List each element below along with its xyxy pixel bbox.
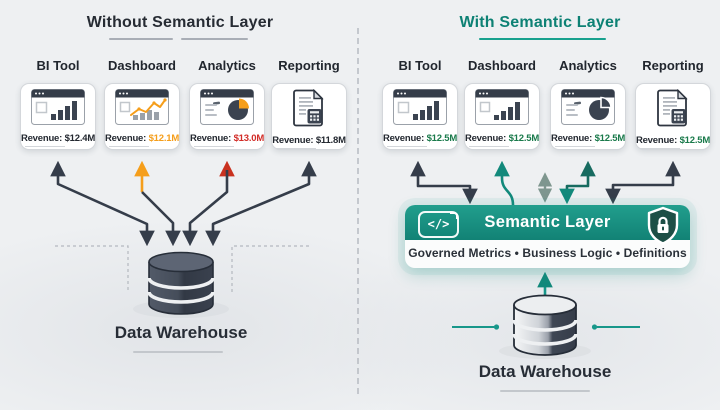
tool-card: Revenue: $12.1M [104, 83, 180, 150]
left-warehouse-underline [133, 351, 223, 353]
revenue-underline [276, 148, 316, 149]
tool-label-bi-tool: BI Tool [398, 58, 442, 73]
revenue-label: Revenue: [189, 133, 232, 144]
revenue-label: Revenue: [20, 133, 63, 144]
right-title-underline [479, 38, 606, 40]
left-arrow-reporting [205, 160, 317, 247]
tool-card: Revenue: $12.5M [635, 83, 711, 150]
revenue-underline [555, 146, 595, 147]
report-document-icon [291, 88, 327, 132]
tool-label-dashboard: Dashboard [468, 58, 536, 73]
tool-label-dashboard: Dashboard [108, 58, 176, 73]
report-document-icon [655, 88, 691, 132]
bar-chart-window-icon [475, 89, 529, 130]
revenue-underline [387, 146, 427, 147]
line-chart-window-icon [115, 89, 169, 130]
revenue-value: $12.5M [594, 133, 626, 144]
tool-card: Revenue: $13.0M [189, 83, 265, 150]
right-warehouse-label: Data Warehouse [478, 362, 612, 381]
revenue-underline [109, 146, 149, 147]
right-arrow-dashboard [494, 160, 515, 207]
revenue-label: Revenue: [382, 133, 425, 144]
dashed-guides [55, 245, 309, 292]
left-title-underline [109, 38, 173, 40]
revenue-underline [194, 146, 234, 147]
right-warehouse-underline [500, 390, 590, 392]
code-corner-mark [450, 212, 458, 219]
tool-label-analytics: Analytics [198, 58, 256, 73]
revenue-label: Revenue: [104, 133, 147, 144]
revenue-value: $12.1M [148, 133, 180, 144]
revenue-underline [25, 146, 65, 147]
bar-chart-window-icon [31, 89, 85, 130]
revenue-label: Revenue: [272, 135, 314, 146]
revenue-value: $12.4M [64, 133, 96, 144]
shield-lock-icon [645, 206, 681, 251]
semantic-layer-title: Semantic Layer [484, 213, 611, 231]
left-arrow-analytics [182, 160, 235, 247]
tool-label-analytics: Analytics [559, 58, 617, 73]
left-arrow-bi-tool [50, 160, 155, 247]
pie-chart-window-icon [200, 89, 254, 130]
tool-label-reporting: Reporting [642, 58, 704, 73]
database-icon [133, 251, 229, 318]
revenue-value: $12.5M [679, 135, 711, 146]
tool-card: Revenue: $12.4M [20, 83, 96, 150]
right-panel-title: With Semantic Layer [459, 14, 621, 31]
warehouse-side-connectors [452, 324, 640, 330]
left-warehouse-label: Data Warehouse [114, 323, 248, 342]
pie-chart-window-icon [561, 89, 615, 130]
revenue-value: $13.0M [233, 133, 265, 144]
tool-card: Revenue: $12.5M [382, 83, 458, 150]
revenue-value: $11.8M [315, 135, 346, 146]
semantic-layer-header: </> Semantic Layer [405, 205, 690, 245]
tool-card: Revenue: $12.5M [464, 83, 540, 150]
database-icon [499, 294, 591, 359]
revenue-label: Revenue: [550, 133, 593, 144]
right-arrow-reporting [605, 160, 681, 205]
semantic-layer-banner: </> Semantic Layer Governed Metrics • Bu… [405, 205, 690, 268]
tool-label-bi-tool: BI Tool [36, 58, 80, 73]
code-icon: </> [418, 211, 459, 238]
revenue-label: Revenue: [464, 133, 507, 144]
tool-card: Revenue: $12.5M [550, 83, 626, 150]
revenue-value: $12.5M [426, 133, 458, 144]
right-arrow-bi-tool [410, 160, 478, 205]
revenue-underline [469, 146, 509, 147]
revenue-underline [640, 148, 680, 149]
semantic-layer-subtitle: Governed Metrics • Business Logic • Defi… [408, 246, 687, 260]
tool-card: Revenue: $11.8M [271, 83, 347, 150]
left-panel-title: Without Semantic Layer [86, 14, 274, 31]
left-title-underline [181, 38, 248, 40]
revenue-value: $12.5M [508, 133, 540, 144]
panel-divider [357, 28, 359, 394]
left-arrow-dashboard [134, 160, 181, 247]
revenue-label: Revenue: [635, 135, 678, 146]
tool-label-reporting: Reporting [278, 58, 340, 73]
right-arrow-analytics [559, 160, 596, 205]
bar-chart-window-icon [393, 89, 447, 130]
